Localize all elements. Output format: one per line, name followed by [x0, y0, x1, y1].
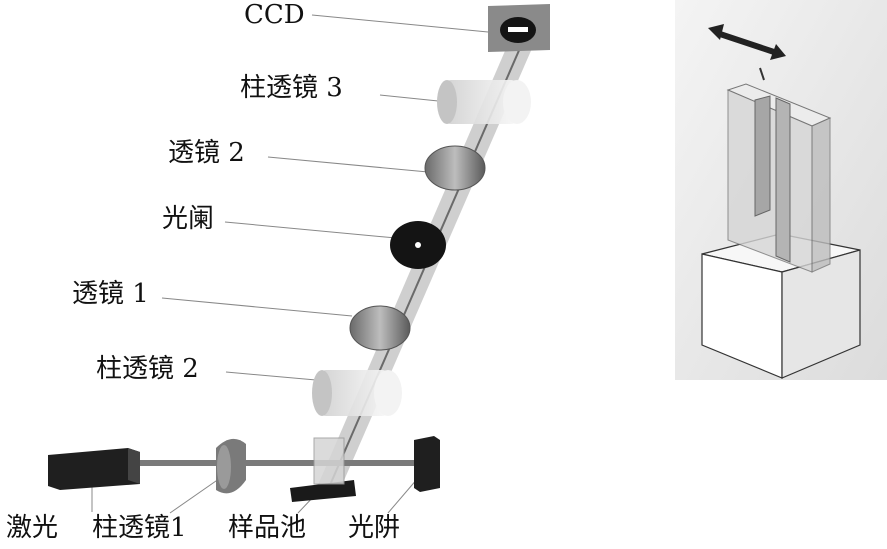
- laser-beam: [135, 460, 425, 466]
- cylindrical-lens-2: [312, 370, 402, 416]
- cylindrical-lens-3: [437, 80, 531, 124]
- movement-arrow: [719, 31, 775, 55]
- cylindrical-lens-1: [216, 438, 246, 494]
- label-cylindrical-lens-2: 柱透镜 2: [96, 354, 199, 384]
- leader-lens-2: [267, 156, 429, 173]
- lens-1: [349, 305, 411, 351]
- lens-2: [424, 145, 486, 191]
- leader-cyl-lens-2: [225, 371, 317, 381]
- leader-beam-trap: [387, 477, 419, 514]
- label-laser: 激光: [6, 513, 59, 543]
- label-lens-2: 透镜 2: [168, 138, 245, 168]
- label-aperture: 光阑: [162, 204, 215, 234]
- beam-trap: [414, 436, 440, 492]
- leader-lens-1: [161, 297, 353, 317]
- leader-ccd: [311, 14, 489, 33]
- label-lens-1: 透镜 1: [72, 279, 149, 309]
- aperture: [390, 221, 446, 269]
- leader-cyl-lens-3: [379, 94, 449, 103]
- label-cylindrical-lens-1: 柱透镜1: [92, 513, 187, 543]
- laser-body: [48, 448, 140, 490]
- label-beam-trap: 光阱: [348, 513, 401, 543]
- ccd-camera: [488, 4, 550, 52]
- leader-aperture: [224, 221, 397, 239]
- label-sample-cell: 样品池: [228, 513, 307, 543]
- label-ccd: CCD: [244, 0, 305, 30]
- sample-cell: [290, 437, 356, 502]
- sample-cell-detail: [701, 24, 861, 379]
- label-cylindrical-lens-3: 柱透镜 3: [240, 73, 343, 103]
- leader-lines: [91, 14, 489, 514]
